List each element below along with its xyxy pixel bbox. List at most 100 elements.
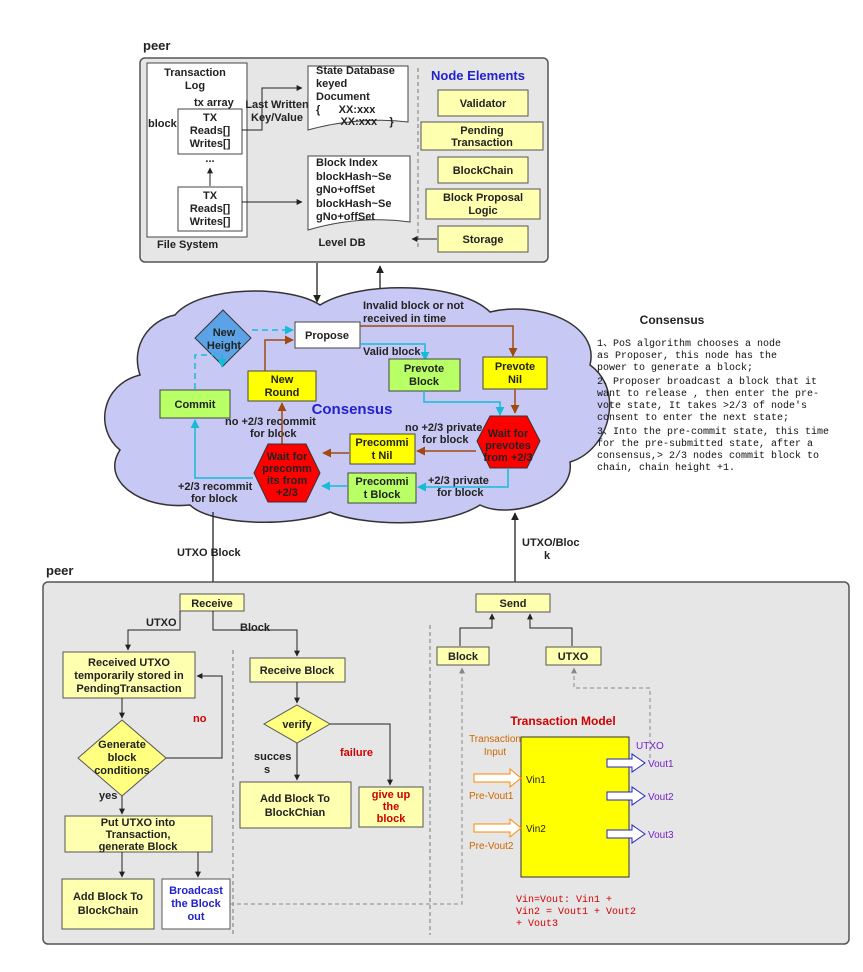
block-index-line2: blockHash~Se [316,171,392,183]
note-line-11: chain, chain height +1. [597,462,735,474]
utxo-block-label: UTXO Block [177,547,241,559]
utxo-out-label: UTXO [636,741,664,752]
note-line-6: vote state, It takes >2/3 of node's [597,400,807,412]
received-utxo-line1: Received UTXO [88,657,170,669]
broadcast-line2: the Block [171,898,221,910]
note-line-1: 1、PoS algorithm chooses a node [597,338,781,350]
give-up-line2: the [383,801,400,813]
transaction-input-line1: Transaction [469,734,521,745]
success-line2: s [264,764,270,776]
vout3-label: Vout3 [648,830,674,841]
receive-box [179,593,245,612]
utxo-send-label: UTXO [558,651,589,663]
wait-precommits-line2: precomm [262,463,312,475]
formula-line1: Vin=Vout: Vin1 + [516,894,612,906]
prevote-nil-line2: Nil [508,374,522,386]
no-recommit-line1: no +2/3 recommit [225,416,316,428]
node-elements-title: Node Elements [431,68,525,83]
note-line-9: for the pre-submitted state, after a [597,438,813,450]
wait-prevotes-hexagon [476,415,541,469]
private-line2: for block [437,487,484,499]
wait-precommits-line1: Wait for [267,451,308,463]
success-line1: succes [254,751,291,763]
add-block-chian-line1: Add Block To [260,793,330,805]
valid-block-label: Valid block [363,346,421,358]
vout1-arrow [606,753,646,773]
note-line-5: want to release , then enter the pre- [597,388,819,400]
prevote-block-box [388,358,461,392]
add-block-blockchian-box [239,781,352,829]
yes-label: yes [99,790,117,802]
no-private-line1: no +2/3 private [405,422,482,434]
prevote-block-line2: Block [409,376,440,388]
recommit-line1: +2/3 recommit [178,481,253,493]
vin1-arrow [473,767,522,789]
utxo-bloc-line1: UTXO/Bloc [522,537,579,549]
last-written-line2: Key/Value [251,112,303,124]
block-index-line4: blockHash~Se [316,198,392,210]
pending-line2: Transaction [451,137,513,149]
state-db-line5: XX:xxx } [316,116,394,128]
tx2-line1: TX [203,190,218,202]
tx1-line1: TX [203,112,218,124]
put-utxo-line3: generate Block [99,841,179,853]
note-line-3: power to generate a block; [597,362,753,374]
prevote-nil-line1: Prevote [495,361,535,373]
pre-vout2-label: Pre-Vout2 [469,841,514,852]
pending-line1: Pending [460,125,503,137]
block-index-line5: gNo+offSet [316,211,375,223]
vin2-arrow [473,817,522,839]
note-line-2: as Proposer, this node has the [597,350,777,362]
received-utxo-line2: temporarily stored in [74,670,184,682]
prevote-nil-box [482,356,548,390]
receive-label: Receive [191,598,233,610]
new-round-box [247,370,317,402]
send-box [475,593,551,613]
wait-prevotes-line3: from +2/3 [483,452,532,464]
block-index-line1: Block Index [316,157,379,169]
prevote-block-line1: Prevote [404,363,444,375]
wait-prevotes-line1: Wait for [488,428,529,440]
precommit-block-box [347,472,417,504]
validator-label: Validator [460,98,507,110]
wait-precommits-line4: +2/3 [276,487,298,499]
peer-top-title: peer [143,38,170,53]
precommit-nil-line2: t Nil [372,450,393,462]
state-db-line3: Document [316,91,370,103]
tx-box-2 [177,186,243,232]
transaction-input-line2: Input [484,747,506,758]
precommit-nil-line1: Precommi [355,437,408,449]
tx-box-1 [177,108,243,155]
block-proposal-box [425,188,541,220]
storage-box [437,225,529,253]
peer-bottom-panel [42,581,850,945]
tx1-line3: Writes[] [190,138,231,150]
propose-box [294,321,361,349]
block-branch-label: Block [240,622,271,634]
give-up-box [358,786,424,828]
block-index-doc [307,155,411,231]
precommit-block-line1: Precommi [355,476,408,488]
tx-array-label: tx array [194,97,235,109]
block-label: block [148,118,178,130]
vin1-label: Vin1 [526,775,546,786]
transaction-model-box [520,736,630,878]
no-label: no [193,713,207,725]
vout2-label: Vout2 [648,792,674,803]
note-line-8: 3、Into the pre-commit state, this time [597,426,829,438]
commit-box [159,389,231,419]
vin2-label: Vin2 [526,824,546,835]
blockchain-box [437,156,529,184]
level-db-label: Level DB [318,237,365,249]
broadcast-line3: out [187,911,204,923]
receive-block-label: Receive Block [260,665,335,677]
transaction-model-title: Transaction Model [510,714,615,728]
pre-vout1-label: Pre-Vout1 [469,791,514,802]
generate-line3: conditions [94,765,150,777]
utxo-bloc-line2: k [544,550,551,562]
block-send-box [436,646,490,666]
tx2-line3: Writes[] [190,216,231,228]
tx-log-line1: Transaction [164,67,226,79]
give-up-line3: block [377,813,407,825]
precommit-nil-box [349,433,416,465]
